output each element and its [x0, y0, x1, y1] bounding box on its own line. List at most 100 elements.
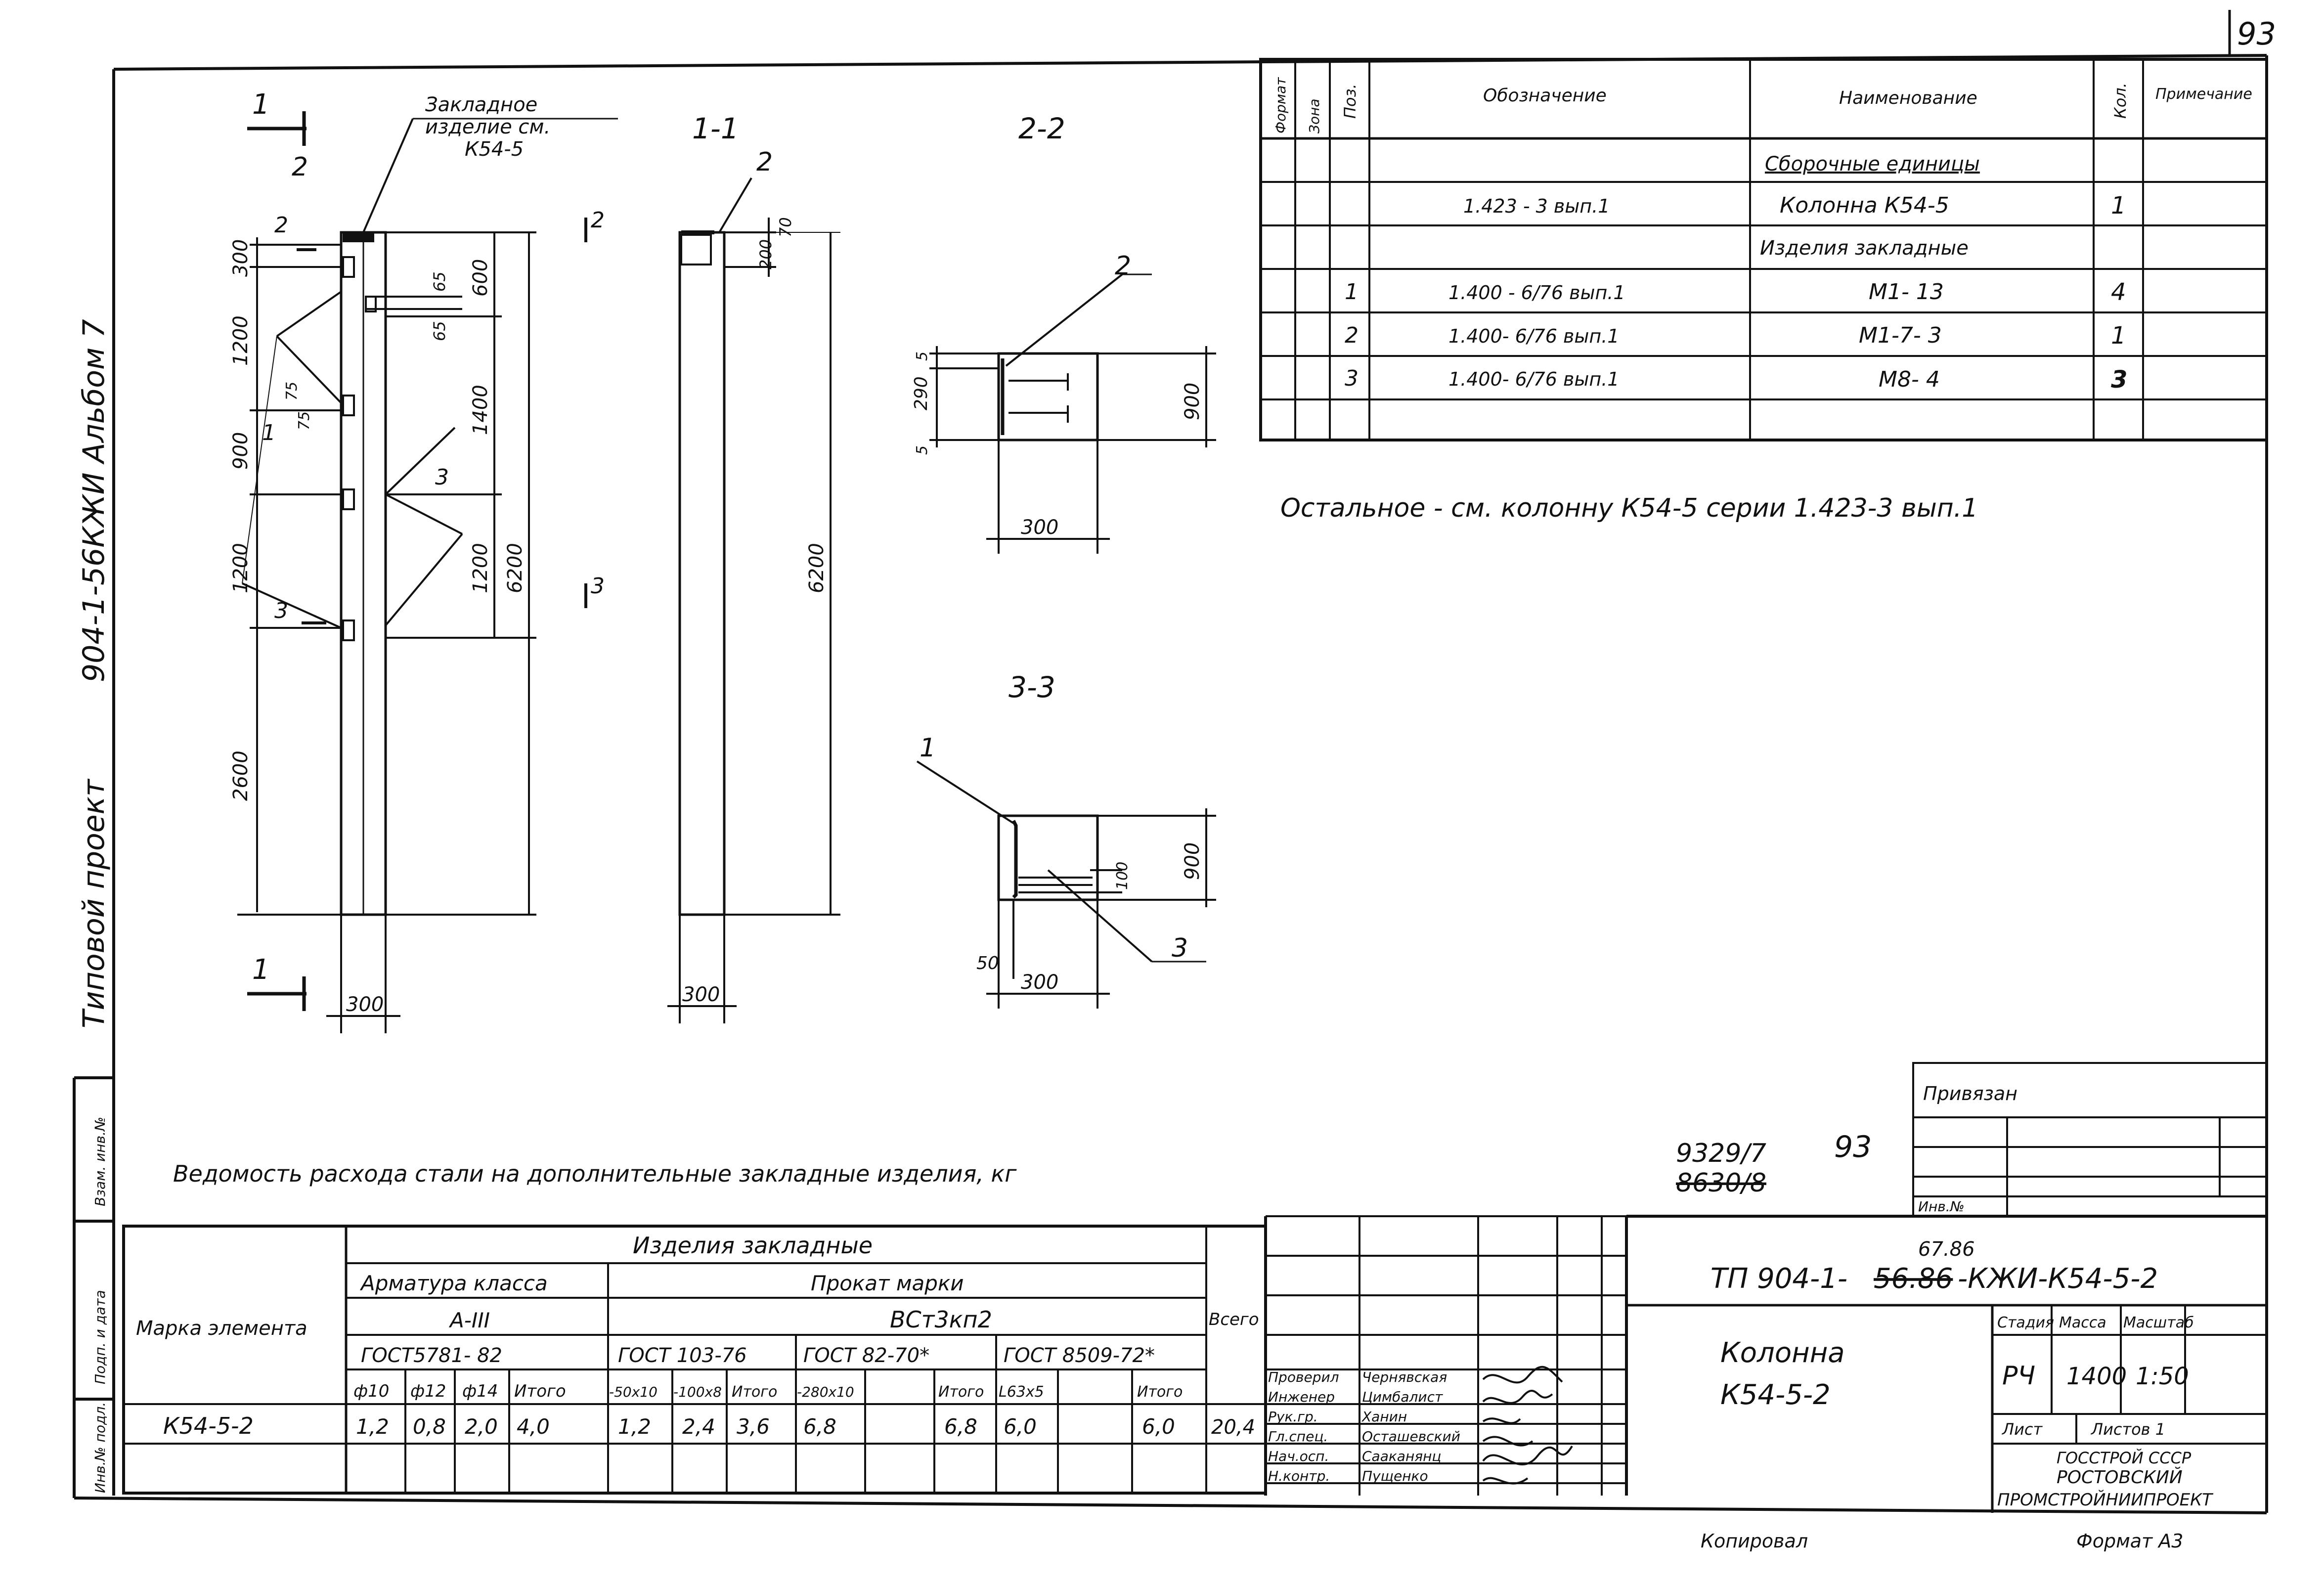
front-dim-600: 600 — [469, 259, 492, 297]
tb-inv-no: Инв.№ — [1918, 1198, 1965, 1215]
spec-header-designation: Обозначение — [1483, 86, 1607, 106]
steel-hdr-total: Всего — [1209, 1310, 1259, 1329]
steel-col-2: ф14 — [462, 1381, 498, 1401]
steel-val-9: 6,8 — [944, 1414, 977, 1439]
section-label-2-2: 2-2 — [1018, 112, 1065, 145]
s33-dim-300: 300 — [1021, 971, 1058, 994]
steel-val-10: 6,0 — [1004, 1414, 1037, 1439]
front-marker-2-left: 2 — [274, 213, 288, 238]
front-marker-2-right: 2 — [591, 208, 605, 233]
front-position-2: 2 — [292, 152, 308, 182]
title-block-grid — [1626, 1062, 2268, 1513]
steel-col-headers: ф10 ф12 ф14 Итого -50х10 -100х8 Итого -2… — [353, 1381, 1183, 1401]
tb-code-new: 67.86 — [1918, 1238, 1975, 1261]
steel-val-6: 3,6 — [737, 1414, 770, 1439]
front-dim-1200-b: 1200 — [229, 543, 252, 593]
steel-table-grid — [122, 1215, 1628, 1496]
front-position-3: 3 — [435, 465, 449, 490]
spec-row-3-pos: 1 — [1345, 279, 1359, 305]
side-view-1-1 — [667, 177, 840, 1023]
sig-role-2: Рук.гр. — [1268, 1409, 1318, 1425]
tb-mass-label: Масса — [2059, 1314, 2106, 1331]
front-dim-1200-c: 1200 — [469, 543, 492, 593]
tb-code-strike: 56.86 — [1874, 1263, 1953, 1295]
general-note: Остальное - см. колонну К54-5 серии 1.42… — [1280, 493, 1978, 523]
side-dim-300: 300 — [682, 983, 720, 1006]
steel-hdr-steel: ВСт3кп2 — [890, 1306, 992, 1333]
tb-drawing-name-2: К54-5-2 — [1720, 1379, 1831, 1411]
tb-sheets-label: Листов 1 — [2091, 1420, 2165, 1439]
handwritten-signatures — [1482, 1366, 1573, 1485]
spec-row-4-qty: 1 — [2111, 322, 2126, 350]
tb-doc-numbers-old: 8630/8 — [1676, 1168, 1766, 1198]
section-2-2 — [929, 273, 1216, 554]
tb-mass: 1400 — [2066, 1363, 2127, 1390]
side-text-code: 904-1-56КЖИ Альбом 7 — [77, 319, 111, 682]
steel-hdr-gost-103: ГОСТ 103-76 — [618, 1344, 747, 1367]
s33-position-3: 3 — [1172, 933, 1188, 963]
s22-position-2: 2 — [1115, 251, 1131, 281]
steel-hdr-gost-8509: ГОСТ 8509-72* — [1004, 1344, 1155, 1367]
front-dim-300-top: 300 — [229, 239, 252, 277]
side-text-podp-data: Подп. и дата — [92, 1290, 108, 1384]
spec-row-4-pos: 2 — [1345, 323, 1359, 348]
spec-row-5-name: М8- 4 — [1879, 367, 1940, 392]
sig-role-1: Инженер — [1268, 1389, 1335, 1405]
spec-header-zone: Зона — [1306, 98, 1322, 133]
steel-col-4: -50х10 — [609, 1384, 658, 1400]
front-dim-1200-a: 1200 — [229, 315, 252, 366]
sig-role-0: Проверил — [1268, 1369, 1339, 1385]
tb-stage: РЧ — [2002, 1361, 2035, 1391]
side-text-inv-podl: Инв.№ подл. — [92, 1402, 108, 1493]
steel-col-6: Итого — [732, 1383, 777, 1401]
side-position-2: 2 — [756, 147, 773, 177]
side-text-project: Типовой проект — [77, 778, 111, 1028]
s22-dim-5-a: 5 — [914, 352, 931, 361]
spec-row-1-designation: 1.423 - 3 вып.1 — [1463, 195, 1610, 217]
front-view — [237, 111, 618, 1033]
steel-hdr-rebar: Арматура класса — [359, 1271, 548, 1295]
section-marker-1-top: 1 — [252, 88, 270, 121]
sig-role-4: Нач.осп. — [1268, 1448, 1329, 1464]
steel-hdr-rebar-gost: ГОСТ5781- 82 — [361, 1344, 502, 1367]
front-dim-1400: 1400 — [469, 385, 492, 435]
tb-doc-numbers: 9329/7 — [1676, 1139, 1766, 1168]
steel-row-mark: К54-5-2 — [163, 1412, 254, 1439]
spec-row-5-qty: 3 — [2111, 366, 2127, 394]
steel-col-10: L63х5 — [999, 1383, 1044, 1401]
steel-val-7: 6,8 — [803, 1414, 836, 1439]
embedded-note-line-3: К54-5 — [465, 138, 524, 161]
tb-page-mark: 93 — [1834, 1130, 1872, 1164]
steel-val-12: 6,0 — [1142, 1414, 1175, 1439]
tb-stage-label: Стадия — [1997, 1314, 2054, 1331]
sig-name-0: Чернявская — [1362, 1369, 1447, 1385]
steel-col-9: Итого — [938, 1383, 984, 1401]
tb-format: Формат А3 — [2076, 1530, 2183, 1552]
side-dim-200: 200 — [756, 239, 775, 269]
spec-header-format: Формат — [1272, 77, 1289, 133]
tb-org-1: ГОССТРОЙ СССР — [2057, 1449, 2192, 1467]
s33-dim-50: 50 — [976, 953, 999, 973]
tb-drawing-code: 67.86 ТП 904-1- 56.86 -КЖИ-К54-5-2 — [1710, 1238, 2158, 1295]
front-position-1: 1 — [262, 420, 276, 445]
signature-block: Проверил Чернявская Инженер Цимбалист Ру… — [1268, 1366, 1573, 1485]
front-dim-6200: 6200 — [504, 543, 526, 593]
front-marker-3-right: 3 — [591, 573, 605, 599]
spec-row-2-name: Изделия закладные — [1760, 237, 1969, 260]
sig-name-3: Осташевский — [1362, 1428, 1460, 1445]
sig-role-3: Гл.спец. — [1268, 1428, 1328, 1445]
steel-table-title: Ведомость расхода стали на дополнительны… — [173, 1160, 1017, 1187]
tb-scale: 1:50 — [2136, 1363, 2189, 1390]
steel-col-12: Итого — [1137, 1383, 1183, 1401]
steel-val-3: 4,0 — [517, 1414, 550, 1439]
steel-val-2: 2,0 — [465, 1414, 498, 1439]
steel-hdr-rebar-class: А-III — [448, 1308, 490, 1332]
embedded-note-line-2: изделие см. — [425, 116, 550, 138]
spec-row-3-qty: 4 — [2111, 278, 2126, 306]
s22-dim-5-b: 5 — [914, 445, 931, 455]
steel-hdr-gost-82: ГОСТ 82-70* — [803, 1344, 929, 1367]
front-dim-75-a: 75 — [283, 382, 301, 400]
page-number: 93 — [2237, 16, 2276, 52]
tb-code-suffix: -КЖИ-К54-5-2 — [1958, 1263, 2158, 1295]
